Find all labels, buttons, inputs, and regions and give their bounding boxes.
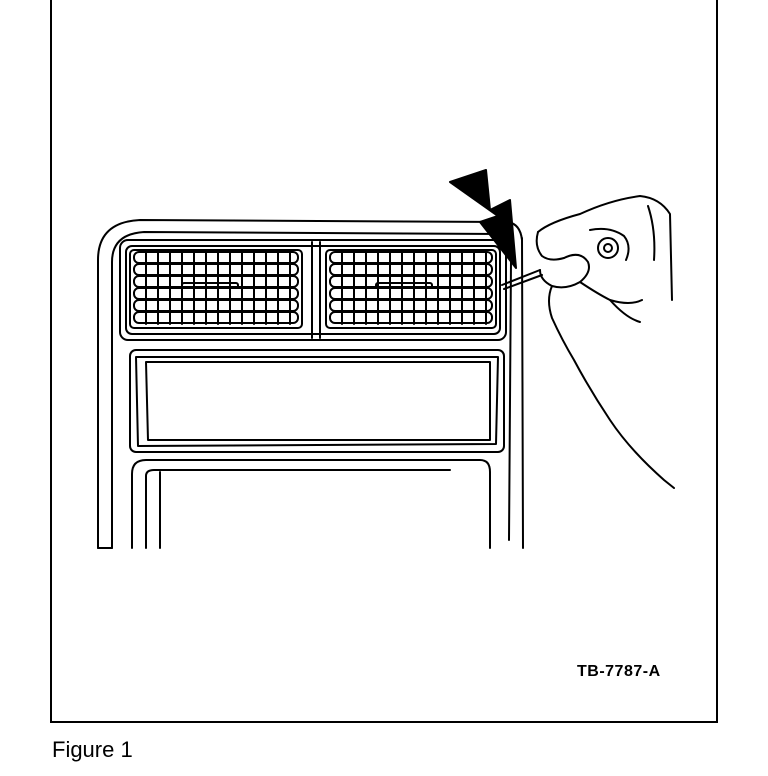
bezel-outline <box>97 219 524 549</box>
figure-caption: Figure 1 <box>52 737 133 762</box>
hand <box>535 195 675 489</box>
drawing-code-label: TB-7787-A <box>577 663 661 680</box>
arrow <box>449 169 517 269</box>
figure-frame <box>50 0 718 723</box>
air-vent-louver-right <box>325 249 497 329</box>
bezel-opening-upper <box>129 349 505 453</box>
air-vent-louver-left <box>129 249 303 329</box>
vent-removal-illustration <box>97 169 675 549</box>
vent-housing <box>119 239 507 341</box>
removal-tool <box>501 269 543 290</box>
bezel-opening-lower <box>131 459 491 549</box>
